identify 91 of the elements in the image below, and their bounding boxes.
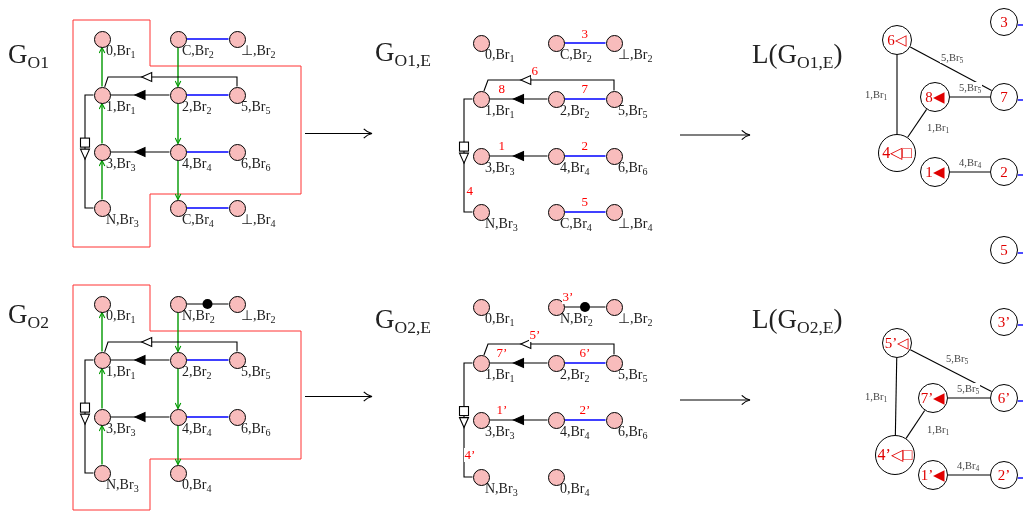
graph-title: G$_{O1,E}$	[375, 38, 432, 68]
vertex-caption: 0,Br$_{1}$	[106, 308, 136, 324]
edge-label: 1,Br$_{1}$	[864, 391, 889, 402]
vertex-caption: N,Br$_{3}$	[106, 477, 139, 493]
edge-label: 2’	[578, 403, 592, 417]
vertex-circle: 4◁□	[878, 134, 916, 172]
graph-title: G$_{O2}$	[8, 300, 49, 330]
edge-label: 5,Br$_{5}$	[940, 52, 965, 63]
vertex-caption: C,Br$_{4}$	[560, 216, 592, 232]
vertex-caption: ⊥,Br$_{2}$	[618, 311, 653, 327]
vertex-caption: 4,Br$_{4}$	[182, 156, 212, 172]
vertex-circle: 2’	[990, 461, 1018, 489]
vertex-caption: 0,Br$_{1}$	[485, 311, 515, 327]
edge-label: 3’	[561, 290, 575, 304]
vertex-caption: 2,Br$_{2}$	[182, 364, 212, 380]
vertex-caption: ⊥,Br$_{4}$	[618, 216, 653, 232]
graph-title: G$_{O2,E}$	[375, 305, 432, 335]
vertex-caption: 6,Br$_{6}$	[618, 424, 648, 440]
vertex-circle: 7	[990, 83, 1018, 111]
vertex-caption: 2,Br$_{2}$	[182, 99, 212, 115]
vertex-circle: 3	[990, 8, 1018, 36]
edge-label: 1’	[495, 403, 509, 417]
edge-label: 4	[465, 184, 474, 198]
vertex-caption: 0,Br$_{1}$	[485, 47, 515, 63]
vertex-circle: 5	[990, 236, 1018, 264]
vertex-caption: 2,Br$_{2}$	[560, 103, 590, 119]
vertex-caption: 0,Br$_{4}$	[182, 477, 212, 493]
edge-label: 5,Br$_{5}$	[958, 82, 983, 93]
graph-title: L(G$_{O1,E}$)	[752, 40, 843, 70]
vertex-caption: 3,Br$_{3}$	[485, 160, 515, 176]
vertex-caption: 4,Br$_{4}$	[560, 160, 590, 176]
edge-label: 1	[497, 139, 506, 153]
graph-title: L(G$_{O2,E}$)	[752, 305, 843, 335]
vertex-caption: ⊥,Br$_{2}$	[618, 47, 653, 63]
vertex-caption: 1,Br$_{1}$	[485, 367, 515, 383]
vertex-circle: 6’	[990, 384, 1018, 412]
edge-label: 6’	[578, 346, 592, 360]
edge-label: 1,Br$_{1}$	[864, 89, 889, 100]
vertex-caption: 3,Br$_{3}$	[106, 156, 136, 172]
vertex-circle: 6◁	[882, 25, 912, 55]
vertex-circle: 3’	[990, 308, 1018, 336]
vertex-caption: ⊥,Br$_{2}$	[241, 308, 276, 324]
edge-label: 3	[580, 27, 589, 41]
vertex-caption: 0,Br$_{1}$	[106, 43, 136, 59]
vertex-circle: 8◀	[920, 82, 950, 112]
vertex-caption: 2,Br$_{2}$	[560, 367, 590, 383]
vertex-circle: 1’◀	[918, 460, 948, 490]
vertex-caption: 5,Br$_{5}$	[241, 99, 271, 115]
vertex-caption: 5,Br$_{5}$	[241, 364, 271, 380]
vertex-caption: N,Br$_{3}$	[106, 212, 139, 228]
vertex-caption: 1,Br$_{1}$	[106, 364, 136, 380]
vertex-caption: 0,Br$_{4}$	[560, 481, 590, 497]
edge-label: 5,Br$_{5}$	[945, 353, 970, 364]
vertex-caption: 3,Br$_{3}$	[485, 424, 515, 440]
vertex-caption: N,Br$_{3}$	[485, 216, 518, 232]
vertex-caption: N,Br$_{3}$	[485, 481, 518, 497]
vertex-caption: N,Br$_{2}$	[560, 311, 593, 327]
vertex-caption: 6,Br$_{6}$	[618, 160, 648, 176]
vertex-caption: 1,Br$_{1}$	[485, 103, 515, 119]
edge-label: 8	[497, 82, 506, 96]
vertex-circle: 4’◁□	[875, 435, 915, 475]
vertex-circle: 2	[990, 158, 1018, 186]
edge-label: 2	[580, 139, 589, 153]
vertex-caption: C,Br$_{2}$	[182, 43, 214, 59]
vertex-caption: 5,Br$_{5}$	[618, 103, 648, 119]
edge-label: 4,Br$_{4}$	[956, 460, 981, 471]
vertex-caption: 4,Br$_{4}$	[560, 424, 590, 440]
vertex-caption: 4,Br$_{4}$	[182, 421, 212, 437]
vertex-caption: 6,Br$_{6}$	[241, 421, 271, 437]
edge-label: 5	[580, 195, 589, 209]
edge-label: 5’	[528, 328, 542, 342]
vertex-caption: N,Br$_{2}$	[182, 308, 215, 324]
edge-label: 7’	[495, 346, 509, 360]
vertex-caption: 5,Br$_{5}$	[618, 367, 648, 383]
vertex-caption: C,Br$_{2}$	[560, 47, 592, 63]
vertex-circle: 5’◁	[882, 328, 912, 358]
vertex-caption: 6,Br$_{6}$	[241, 156, 271, 172]
edge-label: 5,Br$_{5}$	[956, 383, 981, 394]
vertex-caption: ⊥,Br$_{2}$	[241, 43, 276, 59]
edge-label: 1,Br$_{1}$	[926, 122, 951, 133]
edge-label: 1,Br$_{1}$	[926, 424, 951, 435]
edge-label: 4,Br$_{4}$	[958, 157, 983, 168]
edge-label: 6	[530, 64, 539, 78]
edge-label: 7	[580, 82, 589, 96]
vertex-circle: 1◀	[920, 157, 950, 187]
vertex-caption: 1,Br$_{1}$	[106, 99, 136, 115]
vertex-circle: 7’◀	[918, 383, 948, 413]
vertex-caption: C,Br$_{4}$	[182, 212, 214, 228]
vertex-caption: 3,Br$_{3}$	[106, 421, 136, 437]
graph-title: G$_{O1}$	[8, 40, 49, 70]
vertex-caption: ⊥,Br$_{4}$	[241, 212, 276, 228]
